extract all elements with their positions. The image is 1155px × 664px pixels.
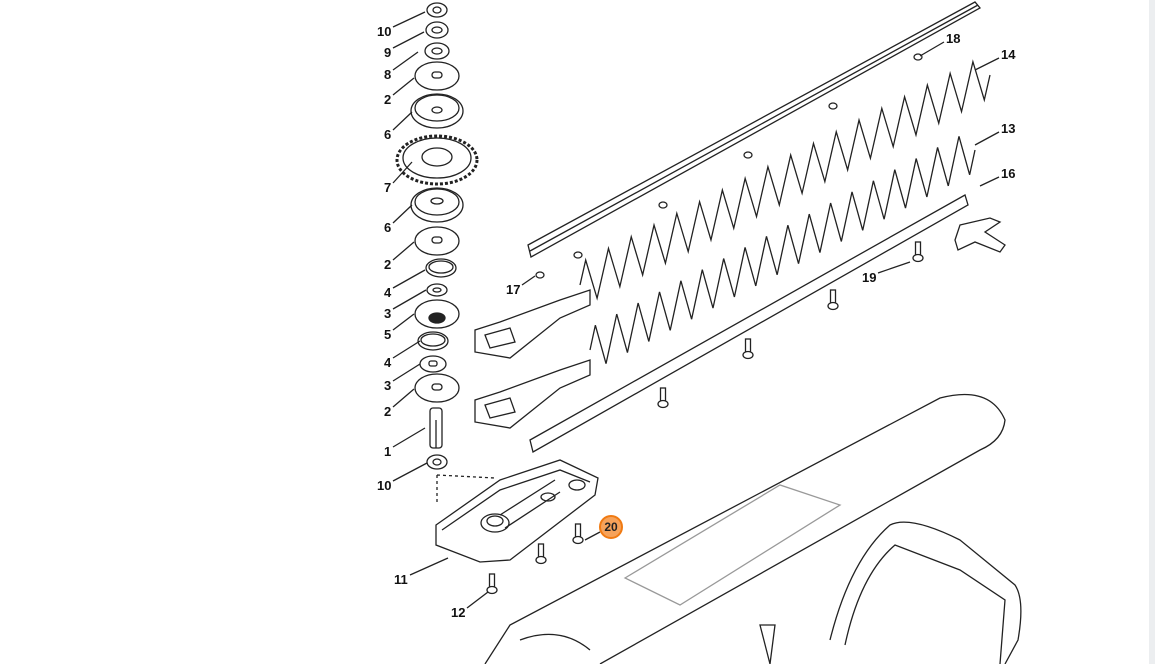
cutter-blades: [474, 59, 1006, 429]
part-label-4[interactable]: 4: [384, 285, 392, 300]
part-label-8[interactable]: 8: [384, 67, 392, 82]
screw-icon: [657, 387, 669, 409]
leader-line: [392, 340, 421, 359]
leader-line: [392, 289, 427, 310]
screw-icon: [827, 289, 839, 311]
leader-line: [974, 131, 1000, 146]
part-label-12[interactable]: 12: [451, 605, 466, 620]
part-label-14[interactable]: 14: [1001, 47, 1016, 62]
part-label-6[interactable]: 6: [384, 127, 392, 142]
part-label-13[interactable]: 13: [1001, 121, 1016, 136]
leader-line: [392, 111, 413, 131]
nut-icon: [828, 102, 838, 110]
blade-clamp: [954, 217, 1006, 253]
scrollbar-edge: [1149, 0, 1155, 664]
part-label-7[interactable]: 7: [384, 180, 392, 195]
leader-line: [919, 41, 945, 57]
highlighted-part-20-badge[interactable]: 20: [599, 515, 623, 539]
leader-line: [392, 363, 421, 382]
leader-line: [392, 51, 419, 71]
nut-icon: [743, 151, 753, 159]
leader-lines: [392, 11, 1000, 609]
leader-line: [392, 269, 426, 289]
leader-line: [877, 261, 911, 274]
part-label-3[interactable]: 3: [384, 306, 392, 321]
screw-icon: [535, 543, 547, 565]
leader-line: [392, 462, 428, 482]
top-rail: [527, 1, 982, 453]
part-label-9[interactable]: 9: [384, 45, 392, 60]
leader-line: [466, 591, 489, 609]
part-label-3[interactable]: 3: [384, 378, 392, 393]
leader-line: [392, 11, 426, 28]
screw-icon: [486, 573, 498, 595]
screw-icon: [572, 523, 584, 545]
leader-line: [392, 313, 415, 331]
part-label-2[interactable]: 2: [384, 257, 392, 272]
nut-icon: [658, 201, 668, 209]
leader-line: [392, 161, 413, 184]
part-label-17[interactable]: 17: [506, 282, 521, 297]
loop-handle: [759, 521, 1022, 664]
blade-end-1: [474, 289, 591, 359]
part-label-19[interactable]: 19: [862, 270, 877, 285]
part-label-2[interactable]: 2: [384, 404, 392, 419]
part-label-2[interactable]: 2: [384, 92, 392, 107]
leader-line-20: [584, 531, 601, 541]
nut-icon: [535, 271, 545, 279]
part-label-4[interactable]: 4: [384, 355, 392, 370]
leader-line: [392, 388, 415, 408]
blade-end-2: [474, 359, 591, 429]
leader-line: [392, 31, 425, 49]
leader-line: [392, 427, 426, 448]
lower-blade: [589, 136, 976, 364]
nut-icon: [573, 251, 583, 259]
leader-line: [392, 77, 415, 96]
part-label-1[interactable]: 1: [384, 444, 392, 459]
blade-guard: [484, 393, 1006, 664]
gear-housing: [435, 459, 599, 563]
screw-icon: [912, 241, 924, 263]
leader-line: [979, 176, 1000, 187]
part-label-11[interactable]: 11: [394, 572, 408, 587]
leader-line: [974, 57, 1000, 71]
leader-line: [392, 204, 413, 224]
leader-line: [409, 557, 449, 576]
part-label-16[interactable]: 16: [1001, 166, 1016, 181]
part-label-10[interactable]: 10: [377, 478, 392, 493]
screw-icon: [742, 338, 754, 360]
screws: [486, 53, 924, 595]
upper-blade: [579, 59, 991, 301]
part-label-5[interactable]: 5: [384, 327, 392, 342]
leader-line: [521, 275, 536, 286]
part-label-6[interactable]: 6: [384, 220, 392, 235]
gear-stack: [395, 2, 496, 505]
part-label-18[interactable]: 18: [946, 31, 961, 46]
leader-line: [392, 241, 415, 261]
part-label-10[interactable]: 10: [377, 24, 392, 39]
